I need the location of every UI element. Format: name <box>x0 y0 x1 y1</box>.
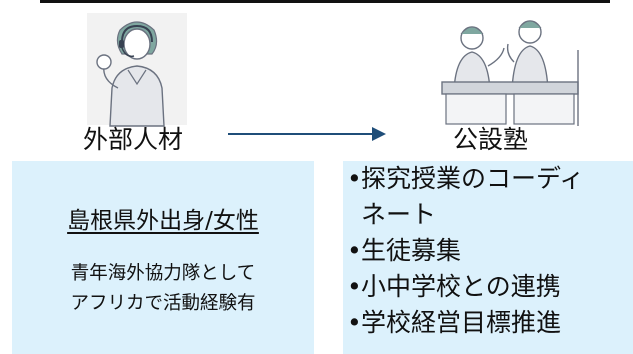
profile-heading: 島根県外出身/女性 <box>67 208 259 234</box>
students-at-desks-icon <box>441 20 579 126</box>
role-item-line: 生徒募集 <box>361 236 462 265</box>
role-item-line: 小中学校との連携 <box>361 272 561 301</box>
woman-with-headset-icon <box>87 13 187 127</box>
role-item: • 探究授業のコーディ ネート <box>343 161 584 233</box>
role-item-line: 探究授業のコーディ <box>361 164 585 193</box>
role-item-line: ネート <box>361 200 437 229</box>
external-talent-caption: 外部人材 <box>83 125 184 154</box>
bullet: • <box>347 236 362 265</box>
roles-panel: • 探究授業のコーディ ネート • 生徒募集 • 小中学校との連携 • 学校経営… <box>343 161 633 354</box>
top-divider <box>40 0 610 3</box>
role-item: • 生徒募集 <box>343 233 584 269</box>
role-item: • 学校経営目標推進 <box>343 305 584 341</box>
role-item: • 小中学校との連携 <box>343 269 584 305</box>
bullet: • <box>347 164 362 193</box>
bullet: • <box>347 308 362 337</box>
profile-panel: 島根県外出身/女性 青年海外協力隊として アフリカで活動経験有 <box>12 161 314 354</box>
profile-detail: 青年海外協力隊として アフリカで活動経験有 <box>12 259 314 319</box>
profile-detail-line: アフリカで活動経験有 <box>70 293 256 314</box>
role-item-line: 学校経営目標推進 <box>361 308 562 337</box>
public-cram-school-caption: 公設塾 <box>453 125 529 154</box>
role-list: • 探究授業のコーディ ネート • 生徒募集 • 小中学校との連携 • 学校経営… <box>343 161 584 341</box>
bullet: • <box>347 272 362 301</box>
profile-detail-line: 青年海外協力隊として <box>70 263 256 284</box>
flow-arrow <box>228 127 386 141</box>
